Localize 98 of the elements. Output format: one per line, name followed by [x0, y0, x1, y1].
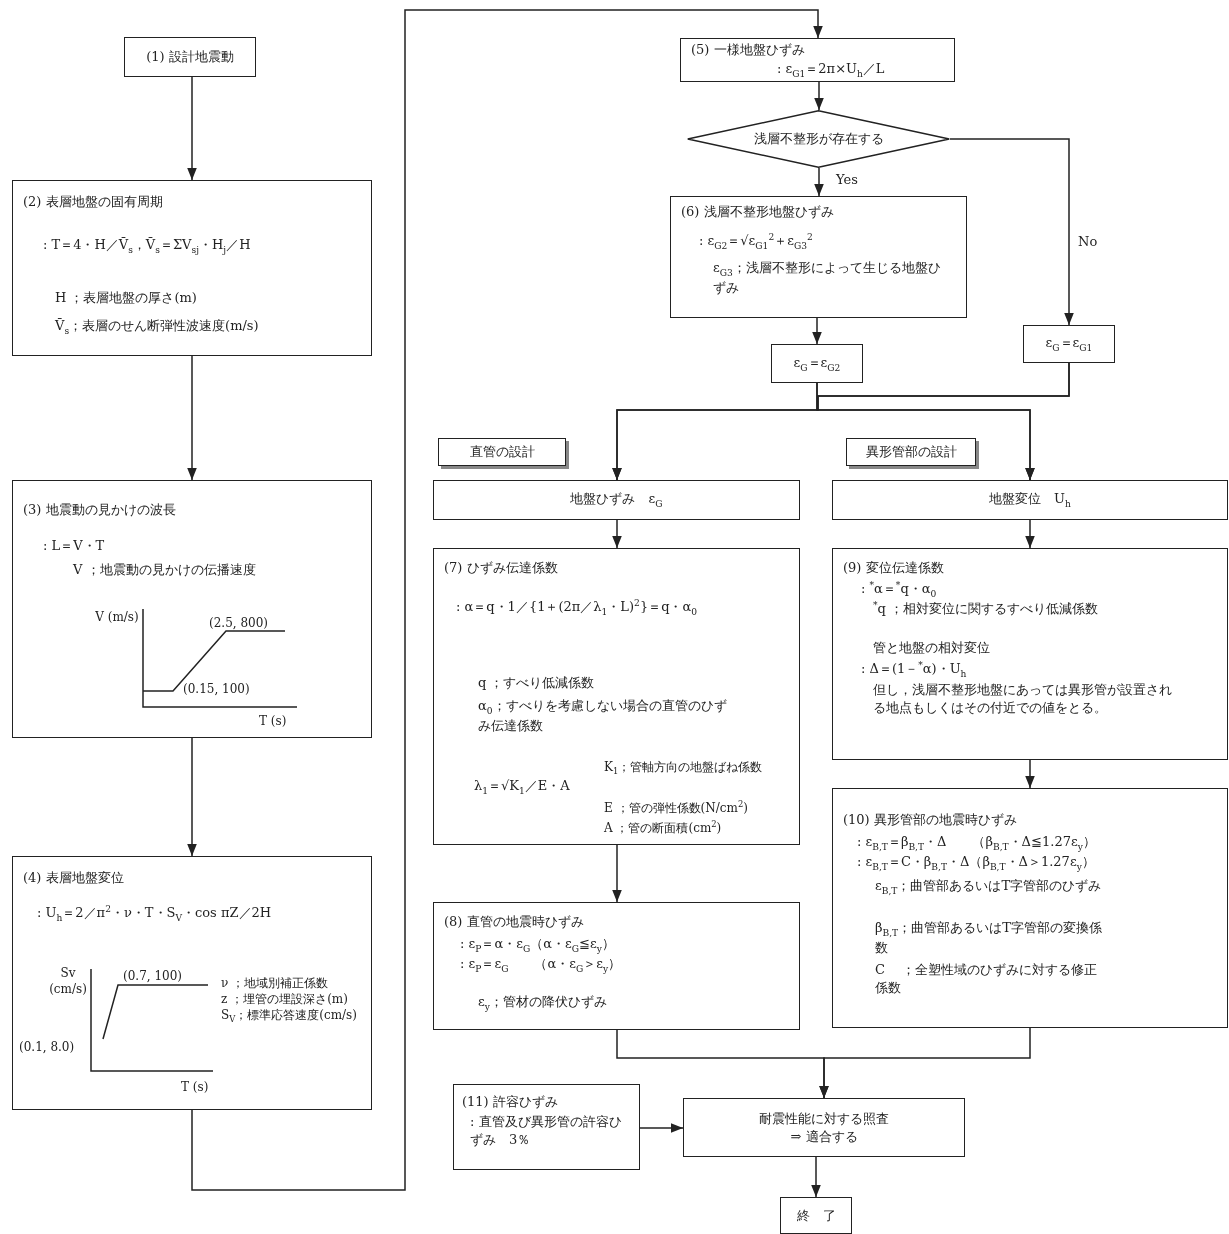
- point-label-text: (2.5, 800): [209, 615, 269, 632]
- node-label: ε$_{G}$＝ε$_{G2}$: [793, 353, 841, 374]
- axis-label-text: Sv (cm/s): [48, 965, 88, 998]
- node-label: 地盤変位 U$_{h}$: [989, 490, 1071, 510]
- definition-text: C ；全塑性域のひずみに対する修正係数: [875, 961, 1099, 997]
- process-box: [832, 788, 1228, 1028]
- note-text: 但し，浅層不整形地盤にあっては異形管が設置される地点もしくはその付近での値をとる。: [873, 681, 1173, 717]
- node-label: 異形管部の設計: [865, 443, 957, 461]
- arrow: [817, 362, 1070, 481]
- definition-text: S$_{V}$；標準応答速度(cm/s): [221, 1007, 358, 1026]
- formula-text: : ε$_{P}$＝α・ε$_{G}$（α・ε$_{G}$≦ε$_{y}$）: [460, 935, 616, 955]
- definition-text: ε$_{G3}$；浅層不整形によって生じる地盤ひずみ: [713, 259, 942, 297]
- edge-label: No: [1076, 234, 1100, 249]
- node-label: ⇒ 適合する: [790, 1127, 858, 1146]
- arrow: [191, 9, 823, 1191]
- definition-text: : 直管及び異形管の許容ひずみ 3％: [470, 1113, 623, 1149]
- axis-label-text: T (s): [181, 1079, 210, 1096]
- formula-text: : ε$_{B,T}$＝β$_{B,T}$・Δ （β$_{B,T}$・Δ≦1.27ε$_{y}$）: [857, 833, 1097, 853]
- arrow: [187, 76, 197, 181]
- formula-text: : α＝q・1／{1＋(2π／λ$_{1}$・L)$^{2}$}＝q・α$_{0}$: [456, 597, 699, 619]
- process-box: [832, 548, 1228, 760]
- arrow: [814, 81, 824, 111]
- node-label: 終 了: [796, 1206, 836, 1225]
- arrow: [811, 1156, 821, 1198]
- process-box: [453, 1084, 640, 1170]
- point-label-text: (0.15, 100): [183, 681, 251, 698]
- node-label: 直管の設計: [469, 443, 535, 461]
- arrow: [812, 317, 822, 345]
- definition-text: A ；管の断面積(cm$^{2}$): [604, 819, 723, 837]
- note-text: 管と地盤の相対変位: [873, 639, 991, 657]
- heading-text: (6) 浅層不整形地盤ひずみ: [681, 203, 835, 221]
- formula-text: : ε$_{G1}$＝2π×U$_{h}$／L: [777, 60, 886, 80]
- arrow: [1025, 759, 1035, 789]
- process-box: [832, 480, 1228, 520]
- definition-text: β$_{B,T}$；曲管部あるいはT字管部の変換係数: [875, 919, 1103, 957]
- node-label: 耐震性能に対する照査: [759, 1109, 889, 1128]
- node-label: (1) 設計地震動: [146, 48, 234, 66]
- process-box: [780, 1197, 852, 1234]
- arrow: [814, 167, 824, 197]
- section-tab: [438, 438, 566, 466]
- arrow: [639, 1123, 684, 1133]
- node-label: 浅層不整形が存在する: [753, 130, 884, 148]
- process-box: [124, 37, 256, 77]
- node-label: 地盤ひずみ ε$_{G}$: [570, 490, 663, 510]
- formula-text: : ε$_{B,T}$＝C・β$_{B,T}$・Δ（β$_{B,T}$・Δ＞1.27ε$_{y}$）: [857, 853, 1096, 873]
- process-box: [433, 902, 800, 1030]
- arrow: [612, 519, 622, 549]
- formula-text: : Δ＝(1－$^{*}$α)・U$_{h}$: [861, 659, 968, 681]
- formula-text: : ε$_{P}$＝ε$_{G}$ （α・ε$_{G}$＞ε$_{y}$）: [460, 955, 623, 975]
- process-box: [683, 1098, 965, 1157]
- arrow: [612, 844, 622, 903]
- process-box: [670, 196, 967, 318]
- definition-text: V ；地震動の見かけの伝播速度: [73, 561, 257, 579]
- process-box: [433, 548, 800, 845]
- heading-text: (4) 表層地盤変位: [23, 869, 125, 887]
- definition-text: ν ；地域別補正係数: [221, 975, 330, 992]
- formula-text: : T＝4・H／V̄$_{s}$，V̄$_{s}$＝ΣV$_{sj}$・H$_{j}$／H: [43, 236, 252, 256]
- axis-label-text: V (m/s): [95, 609, 139, 626]
- edge-label: Yes: [834, 172, 860, 187]
- definition-text: q ；すべり低減係数: [478, 674, 596, 692]
- heading-text: (2) 表層地盤の固有周期: [23, 193, 164, 211]
- point-label-text: (0.7, 100): [123, 968, 183, 985]
- axis-label-text: T (s): [259, 713, 288, 730]
- definition-text: K$_{1}$；管軸方向の地盤ばね係数: [604, 759, 764, 778]
- heading-text: (7) ひずみ伝達係数: [444, 559, 559, 577]
- process-box: [12, 180, 372, 356]
- arrow: [1025, 519, 1035, 549]
- definition-text: V̄$_{s}$；表層のせん断弾性波速度(m/s): [55, 317, 260, 337]
- definition-text: α$_{0}$；すべりを考慮しない場合の直管のひずみ伝達係数: [478, 697, 728, 735]
- arrow: [187, 355, 197, 481]
- arrow: [187, 737, 197, 857]
- process-box: [433, 480, 800, 520]
- definition-text: z ；埋管の埋設深さ(m): [221, 991, 349, 1008]
- process-box: [1023, 325, 1115, 363]
- arrow: [819, 1027, 1031, 1099]
- definition-text: ε$_{B,T}$；曲管部あるいはT字管部のひずみ: [875, 877, 1103, 897]
- node-label: ε$_{G}$＝ε$_{G1}$: [1045, 334, 1093, 354]
- formula-text: : U$_{h}$＝2／π$^{2}$・ν・T・S$_{V}$・cos πZ／2H: [37, 903, 273, 925]
- section-tab: [846, 438, 976, 466]
- process-box: [680, 38, 955, 82]
- process-box: [12, 480, 372, 738]
- heading-text: (5) 一様地盤ひずみ: [691, 41, 806, 59]
- formula-text: : L＝V・T: [43, 537, 106, 555]
- formula-text: : $^{*}$α＝$^{*}$q・α$_{0}$: [861, 579, 938, 601]
- definition-text: ε$_{y}$；管材の降伏ひずみ: [478, 993, 608, 1013]
- definition-text: H ；表層地盤の厚さ(m): [55, 289, 198, 307]
- process-box: [771, 344, 863, 383]
- heading-text: (9) 変位伝達係数: [843, 559, 945, 577]
- heading-text: (11) 許容ひずみ: [462, 1093, 559, 1111]
- definition-text: E ；管の弾性係数(N/cm$^{2}$): [604, 799, 749, 817]
- heading-text: (3) 地震動の見かけの波長: [23, 501, 177, 519]
- definition-text: $^{*}$q ；相対変位に関するすべり低減係数: [873, 599, 1099, 618]
- formula-text: λ$_{1}$＝√K$_{1}$／E・A: [474, 777, 571, 797]
- arrow: [949, 138, 1074, 326]
- process-box: [12, 856, 372, 1110]
- heading-text: (8) 直管の地震時ひずみ: [444, 913, 585, 931]
- heading-text: (10) 異形管部の地震時ひずみ: [843, 811, 1018, 829]
- point-label-text: (0.1, 8.0): [19, 1039, 76, 1056]
